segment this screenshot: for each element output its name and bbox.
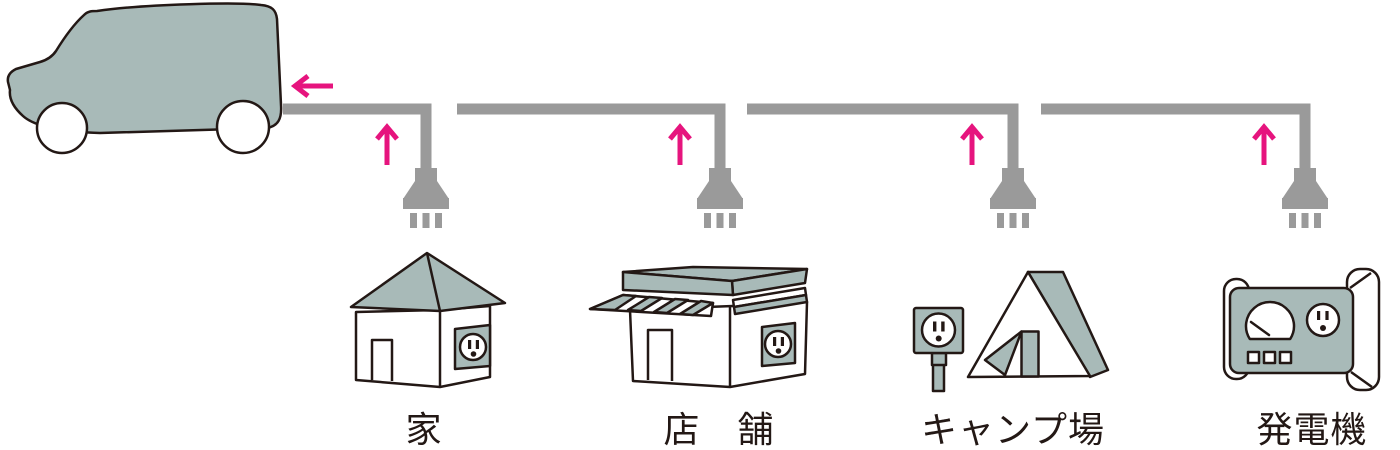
ev-van-icon xyxy=(6,2,283,155)
source-label-store: 店 舗 xyxy=(663,409,775,450)
cable-segment-house xyxy=(283,103,432,169)
front-wheel xyxy=(35,101,89,155)
power-plugs xyxy=(403,168,1328,228)
gauge-icon xyxy=(1244,300,1296,341)
power-plug-icon xyxy=(403,168,449,228)
generator-buttons xyxy=(1246,350,1293,365)
house-door xyxy=(370,338,394,381)
flow-arrows xyxy=(377,127,1274,165)
up-arrow-icon xyxy=(1254,127,1274,165)
outlet-icon xyxy=(760,321,797,368)
house-icon xyxy=(349,251,507,389)
power-plug-icon xyxy=(1282,168,1328,228)
outlet-icon xyxy=(1305,302,1341,338)
power-plug-icon xyxy=(990,168,1036,228)
source-label-house: 家 xyxy=(405,409,443,450)
store-awning xyxy=(588,293,715,318)
store-door xyxy=(646,328,674,381)
store-icon xyxy=(588,265,809,389)
tent xyxy=(966,270,1110,379)
power-plug-icon xyxy=(697,168,743,228)
source-label-generator: 発電機 xyxy=(1256,409,1368,450)
source-label-campsite: キャンプ場 xyxy=(921,409,1105,450)
cable-segment-campsite xyxy=(747,103,1019,169)
charging-cables xyxy=(283,103,1311,169)
outlet-post xyxy=(912,306,965,393)
up-arrow-icon xyxy=(962,127,982,165)
store-roof-slab xyxy=(621,265,809,297)
up-arrow-icon xyxy=(670,127,690,165)
outlet-icon xyxy=(453,323,492,371)
up-arrow-icon xyxy=(377,127,397,165)
generator-icon xyxy=(1222,267,1381,392)
cable-segment-generator xyxy=(1041,103,1311,169)
rear-wheel xyxy=(215,99,271,155)
campsite-icon xyxy=(912,270,1110,393)
left-arrow-icon xyxy=(290,74,333,98)
cable-segment-store xyxy=(457,103,726,169)
